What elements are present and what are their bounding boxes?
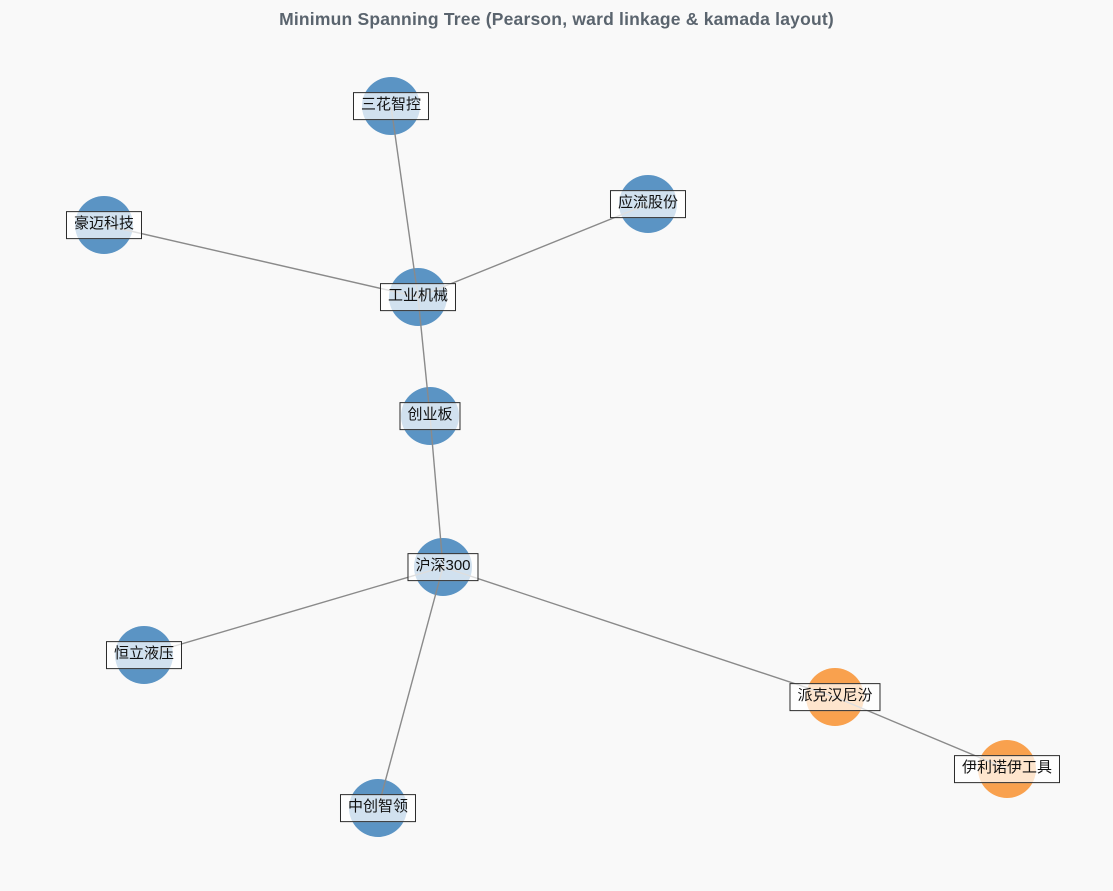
edge-haomai-keji--gongye-jixie <box>103 224 419 298</box>
edge-sanhua-zhikong--gongye-jixie <box>390 105 419 298</box>
edge-hushen-300--zhongchuang-zhiling <box>377 566 444 809</box>
chart-title: Minimun Spanning Tree (Pearson, ward lin… <box>279 9 834 29</box>
edge-hushen-300--paike-hannifen <box>442 566 836 698</box>
edge-gongye-jixie--chuangyeban <box>417 296 431 417</box>
edge-hushen-300--hengli-yeya <box>143 566 444 656</box>
edge-chuangyeban--hushen-300 <box>429 415 444 568</box>
edge-yingliu-gufen--gongye-jixie <box>417 203 649 298</box>
edge-paike-hannifen--yilinuoyi-gongju <box>834 696 1008 770</box>
